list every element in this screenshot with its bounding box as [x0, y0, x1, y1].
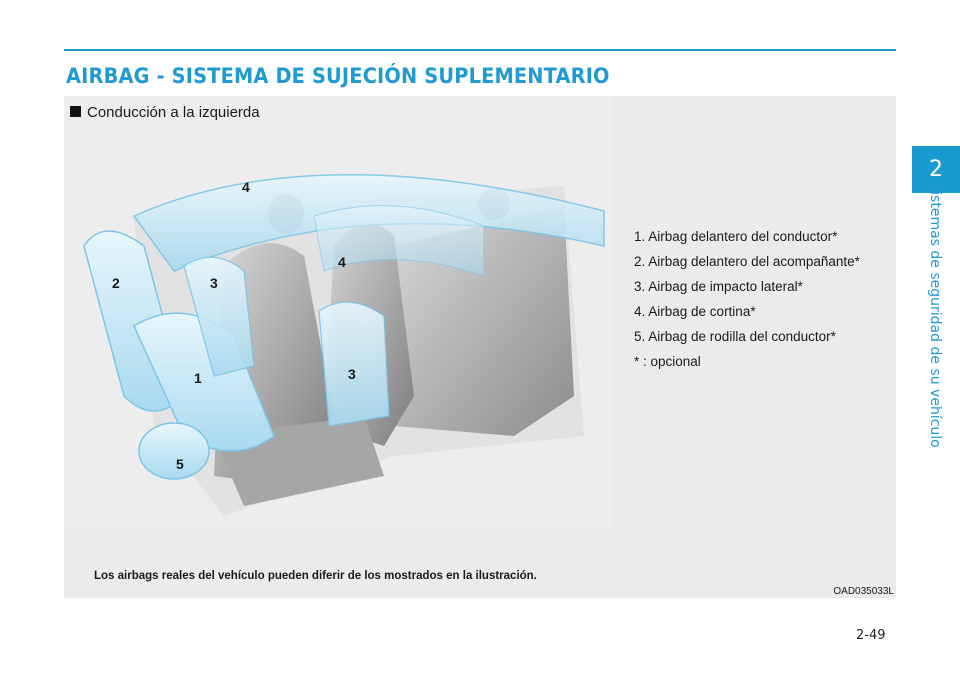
illustration-disclaimer: Los airbags reales del vehículo pueden d…: [94, 570, 537, 582]
callout-2: 2: [112, 275, 120, 291]
legend-item: 3. Airbag de impacto lateral*: [634, 279, 803, 294]
legend-footnote: * : opcional: [634, 354, 701, 369]
chapter-tab[interactable]: 2: [912, 146, 960, 192]
chapter-divider: [912, 192, 960, 193]
figure-caption-text: Conducción a la izquierda: [87, 104, 260, 121]
callout-3-passenger: 3: [348, 366, 356, 382]
legend-item: 2. Airbag delantero del acompañante*: [634, 254, 860, 269]
callout-4-rear: 4: [338, 254, 346, 270]
figure-panel: 1 2 3 3 4 4 5 Conducción a la izquierda …: [64, 96, 896, 598]
page-title: AIRBAG - SISTEMA DE SUJECIÓN SUPLEMENTAR…: [66, 64, 610, 88]
figure-code: OAD035033L: [833, 586, 894, 597]
legend-item: 1. Airbag delantero del conductor*: [634, 229, 838, 244]
callout-4-front: 4: [242, 179, 250, 195]
figure-caption: Conducción a la izquierda: [70, 104, 260, 121]
airbag-legend: 1. Airbag delantero del conductor* 2. Ai…: [634, 224, 894, 374]
page-number: 2-49: [856, 628, 886, 643]
callout-5: 5: [176, 456, 184, 472]
knee-airbag-shape: [138, 422, 210, 480]
driver-side-airbag-shape: [183, 256, 255, 377]
callout-3-driver: 3: [210, 275, 218, 291]
car-interior-drawing: 1 2 3 3 4 4 5: [83, 173, 605, 516]
header-rule: [64, 49, 896, 51]
curtain-airbag-rear-shape: [313, 205, 485, 277]
legend-item: 5. Airbag de rodilla del conductor*: [634, 329, 836, 344]
airbag-illustration: 1 2 3 3 4 4 5 Conducción a la izquierda: [64, 96, 612, 528]
callout-1: 1: [194, 370, 202, 386]
legend-item: 4. Airbag de cortina*: [634, 304, 756, 319]
square-bullet-icon: [70, 106, 81, 117]
passenger-side-airbag-shape: [318, 301, 390, 427]
chapter-label: Sistemas de seguridad de su vehículo: [927, 182, 943, 448]
